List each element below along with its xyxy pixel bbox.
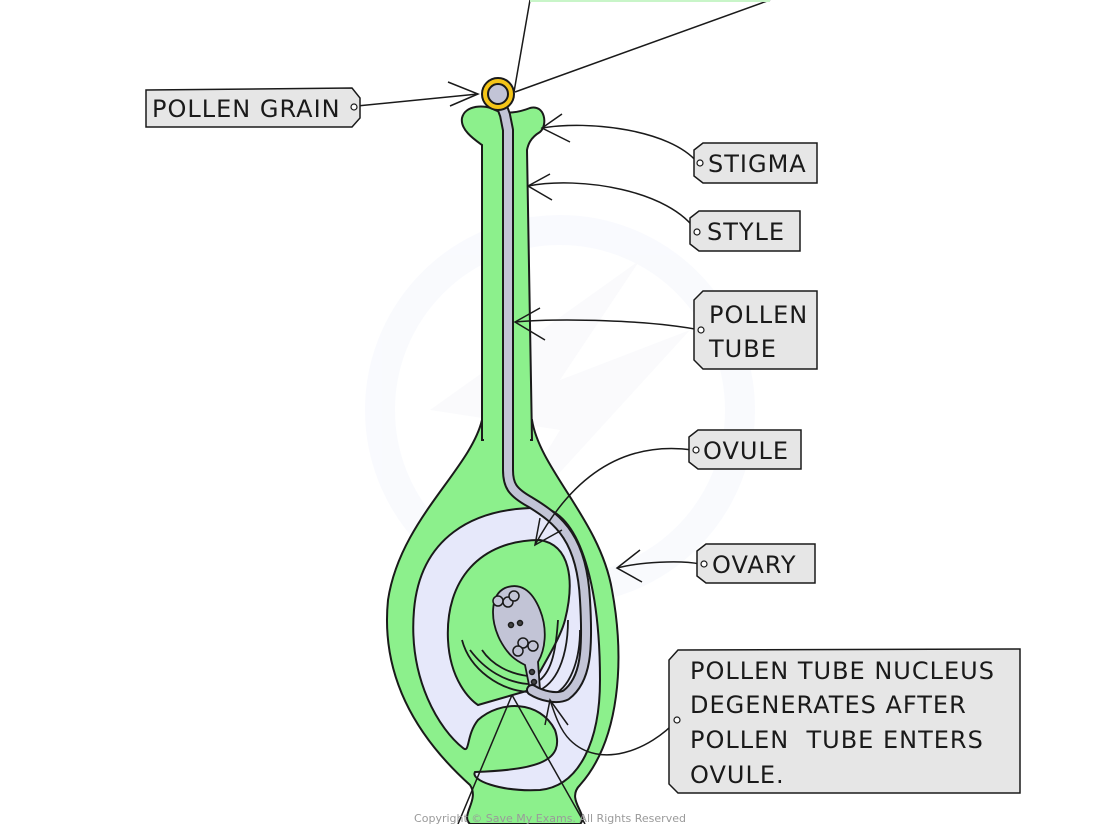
label-text: STIGMA: [708, 150, 807, 178]
leader-line-top-2: [514, 0, 771, 93]
copyright-text: Copyright © Save My Exams. All Rights Re…: [414, 812, 686, 824]
label-stigma: STIGMA: [693, 142, 818, 184]
leader-line-top-1: [513, 0, 531, 93]
label-pollen-tube: POLLEN TUBE: [693, 290, 818, 370]
cutoff-label-box: [530, 0, 770, 2]
arrow-ovary: [616, 561, 701, 569]
label-text: STYLE: [707, 218, 785, 246]
label-text: OVULE: [703, 437, 789, 465]
arrow-note: [549, 699, 678, 756]
arrow-pollen-tube: [514, 319, 701, 331]
label-note: POLLEN TUBE NUCLEUS DEGENERATES AFTER PO…: [668, 648, 1021, 794]
label-ovule: OVULE: [688, 429, 802, 470]
pollen-grain: [481, 77, 515, 111]
label-text: DEGENERATES AFTER: [690, 691, 967, 719]
leader-bottom-2: [511, 694, 586, 824]
arrow-pollen-grain: [356, 93, 479, 107]
label-text: TUBE: [708, 335, 777, 363]
integument-lines: [461, 619, 581, 697]
label-ovary: OVARY: [696, 543, 816, 584]
arrow-style: [527, 182, 698, 233]
label-pollen-grain: POLLEN GRAIN: [145, 87, 361, 128]
label-text: POLLEN TUBE ENTERS: [690, 726, 984, 754]
arrow-stigma: [541, 124, 698, 163]
arrow-ovule: [534, 447, 694, 546]
leader-bottom-1: [457, 694, 513, 824]
label-text: POLLEN GRAIN: [152, 95, 341, 123]
label-text: POLLEN: [709, 301, 808, 329]
label-text: OVARY: [712, 551, 797, 579]
label-text: POLLEN TUBE NUCLEUS: [690, 657, 995, 685]
label-text: OVULE.: [690, 761, 785, 789]
label-style: STYLE: [689, 210, 801, 252]
leader-lines: [356, 81, 701, 824]
embryo-sac-nuclei: [492, 590, 539, 686]
